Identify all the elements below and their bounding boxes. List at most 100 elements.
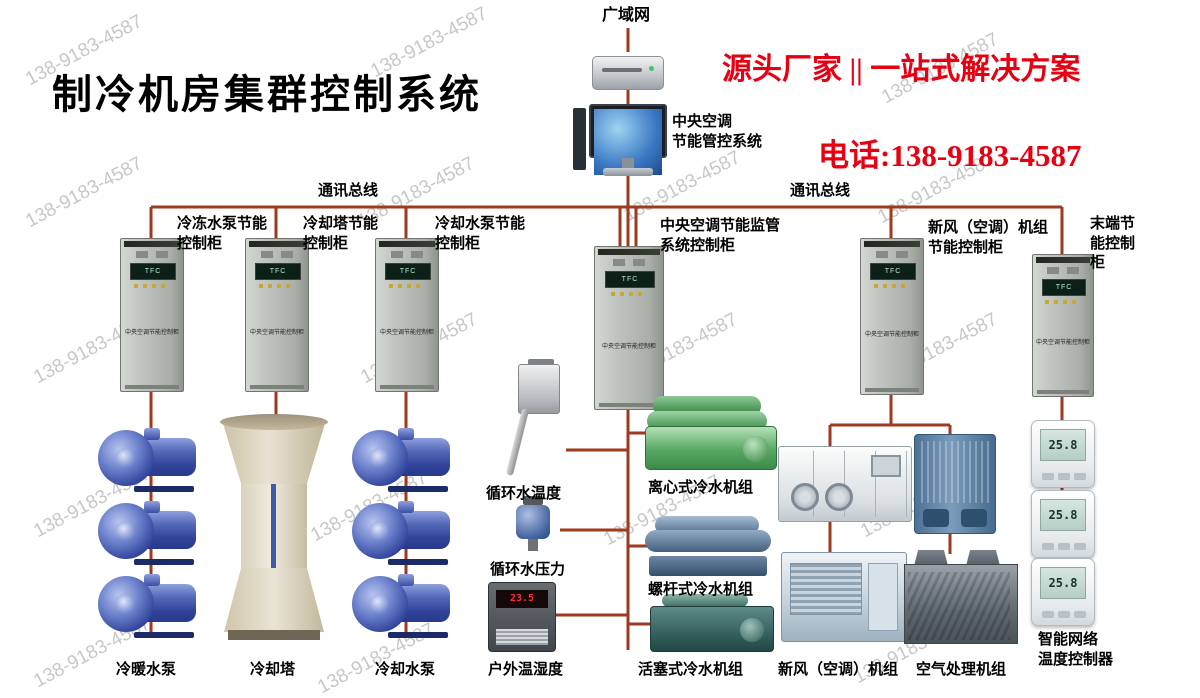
cabinet-lights xyxy=(874,284,910,288)
tower-cone xyxy=(222,420,326,486)
piston-chiller xyxy=(650,594,774,652)
page-title: 制冷机房集群控制系统 xyxy=(52,73,482,117)
cabinet-caption: 中央空调节能控制柜 xyxy=(601,344,656,351)
cabinet-screen: TFC xyxy=(130,263,176,280)
router-image xyxy=(592,52,664,90)
cabinet-top-strip xyxy=(864,241,920,247)
sensor-cap xyxy=(528,359,554,367)
thermostat-button xyxy=(1042,473,1054,480)
thermostat-lcd: 25.8 xyxy=(1040,429,1086,461)
outdoor-sensor-label: 户外温湿度 xyxy=(488,661,564,678)
sensor-stem xyxy=(528,539,538,551)
cabinet-screen: TFC xyxy=(255,263,301,280)
router-slot xyxy=(602,68,642,72)
air-handling-unit xyxy=(781,552,907,642)
air-processing-unit xyxy=(904,550,1018,644)
pumps-left-label: 冷暖水泵 xyxy=(116,661,177,678)
cooling-tower-image xyxy=(220,414,328,644)
thermostat-button xyxy=(1058,543,1070,550)
cabinet-lights xyxy=(611,292,647,296)
outdoor-sensor: 23.5 xyxy=(488,582,556,652)
cabinet-central: TFC 中央空调节能控制柜 xyxy=(594,246,664,410)
cabinet-vents xyxy=(136,251,168,258)
unit-panel xyxy=(868,563,898,631)
thermostat-button xyxy=(1042,611,1054,618)
pump-junction xyxy=(144,428,160,440)
pump-junction xyxy=(398,501,414,513)
thermostat-label: 智能网络 温度控制器 xyxy=(1038,631,1114,668)
pressure-sensor-label: 循环水压力 xyxy=(490,561,566,578)
chilled-water-pump xyxy=(98,497,202,565)
wan-label: 广域网 xyxy=(602,7,651,24)
pump-hub xyxy=(369,448,390,469)
chilled-water-pump xyxy=(98,424,202,492)
monitor-neck xyxy=(622,158,634,168)
cabinet-vents xyxy=(1047,267,1079,274)
cabinet-lights xyxy=(259,284,295,288)
sensor-box xyxy=(518,364,560,414)
cabinet-top-strip xyxy=(249,241,305,247)
thermostat-button xyxy=(1058,473,1070,480)
thermostat-lcd: 25.8 xyxy=(1040,499,1086,531)
router-led xyxy=(649,66,654,71)
chiller-flywheel xyxy=(740,618,764,642)
thermostat: 25.8 xyxy=(1031,558,1095,626)
cabinet-kick xyxy=(380,385,434,389)
centrifugal-chiller xyxy=(645,396,777,470)
pump-junction xyxy=(398,428,414,440)
cabinet-lights xyxy=(1045,300,1081,304)
cabinet-label-6: 末端节 能控制 柜 xyxy=(1090,215,1136,271)
cabinet-vents xyxy=(391,251,423,258)
sensor-cap xyxy=(523,496,543,505)
bus-label-right: 通讯总线 xyxy=(790,182,851,199)
pump-hub xyxy=(115,521,136,542)
cabinet-caption: 中央空调节能控制柜 xyxy=(249,330,304,337)
cabinet-screen: TFC xyxy=(870,263,916,280)
cabinet-caption: 中央空调节能控制柜 xyxy=(124,330,179,337)
cabinet-vents xyxy=(613,259,645,266)
pumps-right-label: 冷却水泵 xyxy=(375,661,436,678)
pump-foot xyxy=(134,632,194,638)
thermostat: 25.8 xyxy=(1031,420,1095,488)
cabinet-kick xyxy=(1037,390,1089,394)
cabinet-top-strip xyxy=(598,249,660,255)
tower-base xyxy=(228,630,320,640)
chiller-cylinder xyxy=(645,530,771,552)
cabinet-vents xyxy=(261,251,293,258)
pump-hub xyxy=(115,594,136,615)
thermostat: 25.8 xyxy=(1031,490,1095,558)
cooling-water-pump xyxy=(352,497,456,565)
temp-sensor-label: 循环水温度 xyxy=(486,485,562,502)
unit-texture xyxy=(908,572,1010,640)
cabinet-top-strip xyxy=(124,241,180,247)
cooling-water-pump xyxy=(352,570,456,638)
pump-junction xyxy=(144,501,160,513)
tower-skirt xyxy=(224,568,324,632)
cabinet-label-3: 冷却水泵节能 控制柜 xyxy=(435,215,526,252)
cabinet-fresh-air: TFC 中央空调节能控制柜 xyxy=(860,238,924,395)
pump-foot xyxy=(134,559,194,565)
chiller-base xyxy=(649,556,767,576)
chilled-water-pump xyxy=(98,570,202,638)
cabinet-lights xyxy=(389,284,425,288)
screw-label: 螺杆式冷水机组 xyxy=(648,581,754,598)
cabinet-screen: TFC xyxy=(1042,279,1086,296)
router-body xyxy=(592,56,664,90)
tower-rim xyxy=(220,414,328,430)
temperature-sensor xyxy=(498,359,562,480)
pump-junction xyxy=(398,574,414,586)
pump-foot xyxy=(134,486,194,492)
cabinet-caption: 中央空调节能控制柜 xyxy=(1035,339,1090,346)
pump-hub xyxy=(115,448,136,469)
pump-hub xyxy=(369,594,390,615)
cabinet-caption: 中央空调节能控制柜 xyxy=(379,330,434,337)
pump-junction xyxy=(144,574,160,586)
sensor-body xyxy=(516,505,550,539)
unit-fan-cowl xyxy=(914,550,948,566)
cabinet-kick xyxy=(250,385,304,389)
cabinet-label-5: 新风（空调）机组 节能控制柜 xyxy=(928,219,1049,256)
unit-fins xyxy=(921,441,989,503)
server-label: 中央空调 节能管控系统 xyxy=(672,113,763,150)
cabinet-cooling-pump: TFC 中央空调节能控制柜 xyxy=(375,238,439,392)
cabinet-top-strip xyxy=(1036,257,1090,263)
